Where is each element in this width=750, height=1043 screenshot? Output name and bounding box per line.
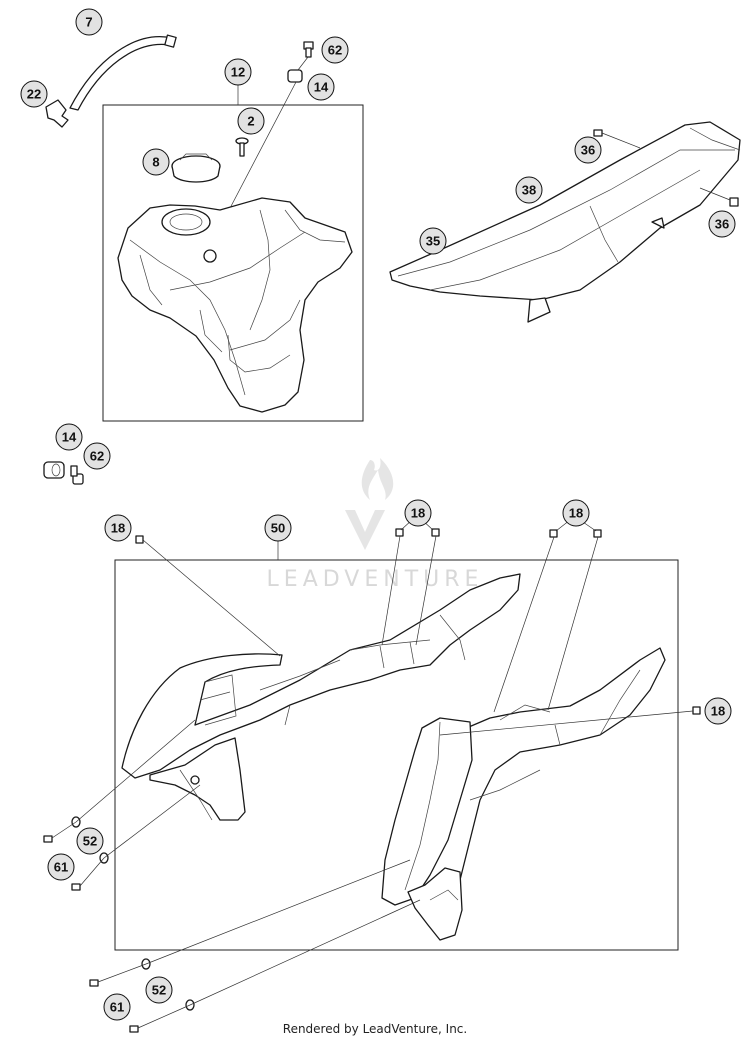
svg-text:61: 61 bbox=[54, 860, 68, 875]
svg-text:61: 61 bbox=[110, 1000, 124, 1015]
svg-text:18: 18 bbox=[111, 521, 125, 536]
callout-18-side: 18 bbox=[704, 697, 732, 725]
seat-screw-top-part bbox=[593, 129, 641, 149]
callout-38: 38 bbox=[515, 176, 543, 204]
svg-text:14: 14 bbox=[314, 80, 329, 95]
svg-text:36: 36 bbox=[581, 143, 595, 158]
callout-22: 22 bbox=[20, 80, 48, 108]
callout-7: 7 bbox=[75, 8, 103, 36]
loose-bushing-part bbox=[43, 461, 65, 479]
svg-text:62: 62 bbox=[328, 43, 342, 58]
watermark-logo bbox=[345, 458, 394, 550]
callout-14-top: 14 bbox=[307, 73, 335, 101]
callout-52-left: 52 bbox=[76, 827, 104, 855]
tank-screw-part bbox=[303, 41, 314, 58]
svg-text:35: 35 bbox=[426, 234, 440, 249]
fuel-tank bbox=[117, 197, 353, 413]
filler-cap bbox=[171, 153, 221, 183]
svg-text:7: 7 bbox=[85, 15, 92, 30]
right-shroud bbox=[381, 647, 666, 941]
callout-50: 50 bbox=[264, 514, 292, 542]
callout-18-right: 18 bbox=[562, 499, 590, 527]
svg-text:12: 12 bbox=[231, 65, 245, 80]
loose-screw-part bbox=[70, 465, 84, 485]
shroud-screw-parts bbox=[135, 518, 701, 736]
svg-text:36: 36 bbox=[715, 217, 729, 232]
footer-credit: Rendered by LeadVenture, Inc. bbox=[282, 1022, 468, 1036]
callout-61-bottom: 61 bbox=[103, 993, 131, 1021]
tank-bushing-part bbox=[287, 69, 303, 83]
callout-62-top: 62 bbox=[321, 36, 349, 64]
callout-52-bottom: 52 bbox=[145, 976, 173, 1004]
hose-elbow bbox=[45, 99, 69, 128]
fastener-parts bbox=[43, 719, 421, 1033]
seat bbox=[389, 121, 741, 323]
svg-text:50: 50 bbox=[271, 521, 285, 536]
svg-text:62: 62 bbox=[90, 449, 104, 464]
left-shroud bbox=[121, 573, 521, 821]
fuel-hose bbox=[69, 34, 177, 111]
svg-text:2: 2 bbox=[247, 114, 254, 129]
seat-screw-rear-part bbox=[699, 187, 739, 207]
callout-18-center: 18 bbox=[404, 499, 432, 527]
svg-text:38: 38 bbox=[522, 183, 536, 198]
svg-text:8: 8 bbox=[152, 155, 159, 170]
spoiler-kit-frame bbox=[114, 559, 679, 951]
callout-12: 12 bbox=[224, 58, 252, 86]
svg-text:18: 18 bbox=[411, 506, 425, 521]
callout-8: 8 bbox=[142, 148, 170, 176]
callout-62-loose: 62 bbox=[83, 442, 111, 470]
watermark-text: LEADVENTURE bbox=[267, 567, 484, 592]
tank-fastener bbox=[235, 137, 249, 157]
svg-text:14: 14 bbox=[62, 430, 77, 445]
callout-36-top: 36 bbox=[574, 136, 602, 164]
svg-text:18: 18 bbox=[569, 506, 583, 521]
callout-36-rear: 36 bbox=[708, 210, 736, 238]
svg-text:18: 18 bbox=[711, 704, 725, 719]
callout-61-left: 61 bbox=[47, 853, 75, 881]
svg-text:52: 52 bbox=[152, 983, 166, 998]
callout-35: 35 bbox=[419, 227, 447, 255]
callout-14-loose: 14 bbox=[55, 423, 83, 451]
tank-kit-frame bbox=[102, 104, 364, 422]
svg-text:52: 52 bbox=[83, 834, 97, 849]
callout-18-left: 18 bbox=[104, 514, 132, 542]
callout-2: 2 bbox=[237, 107, 265, 135]
svg-text:22: 22 bbox=[27, 87, 41, 102]
